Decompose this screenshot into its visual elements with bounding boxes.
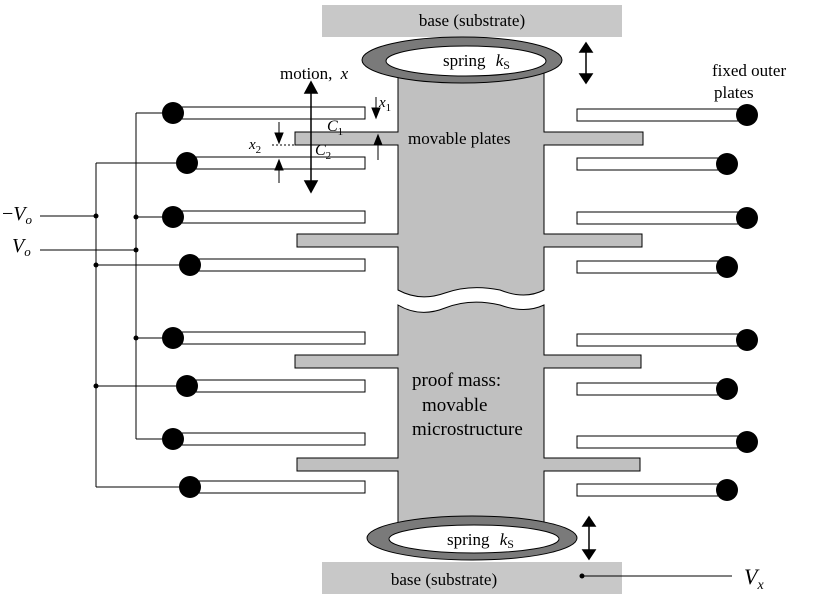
- movable-plates-label: movable plates: [408, 129, 510, 148]
- proof-mass-label-line2: movable: [422, 395, 487, 416]
- right-plate-1: [576, 108, 748, 122]
- proof-mass-upper: [294, 67, 644, 298]
- base-bottom-label: base (substrate): [391, 570, 497, 589]
- terminal-dot: [162, 327, 184, 349]
- fixed-outer-plates-label-line1: fixed outer: [712, 61, 786, 80]
- right-plate-3: [576, 211, 748, 225]
- spring-top-label: spring kS: [443, 51, 510, 72]
- terminal-dot: [736, 431, 758, 453]
- right-terminals: [716, 104, 758, 501]
- proof-mass-label-line3: microstructure: [412, 419, 523, 440]
- left-fixed-plates: [172, 106, 366, 494]
- terminal-dot: [176, 152, 198, 174]
- spring-bottom-label: spring kS: [447, 530, 514, 551]
- terminal-dot: [736, 104, 758, 126]
- c2-label: C2: [315, 142, 331, 162]
- left-plate-3: [172, 210, 366, 224]
- left-plate-4: [189, 258, 366, 272]
- terminal-dot: [162, 102, 184, 124]
- terminal-dot: [716, 378, 738, 400]
- base-substrate-bottom: [322, 562, 622, 594]
- motion-label: motion, x: [280, 64, 349, 83]
- spring-top-arrow: [578, 41, 594, 85]
- left-terminals: [162, 102, 201, 498]
- right-plate-5: [576, 333, 748, 347]
- right-plate-7: [576, 435, 748, 449]
- v0-label: Vo: [12, 235, 31, 259]
- terminal-dot: [716, 153, 738, 175]
- left-plate-6: [186, 379, 366, 393]
- terminal-dot: [162, 428, 184, 450]
- right-fixed-plates: [576, 108, 748, 497]
- terminal-dot: [179, 254, 201, 276]
- spring-top-inner: [385, 45, 547, 77]
- terminal-dot: [179, 476, 201, 498]
- wiring: [40, 112, 732, 577]
- left-plate-8: [189, 480, 366, 494]
- x1-label: x1: [378, 95, 391, 114]
- vx-label: Vx: [744, 564, 764, 593]
- base-top-label: base (substrate): [419, 11, 525, 30]
- c1-label: C1: [327, 118, 343, 138]
- spring-bottom-arrow: [581, 515, 597, 561]
- right-plate-2: [576, 157, 728, 171]
- fixed-outer-plates-label-line2: plates: [714, 83, 754, 102]
- base-substrate-top: [322, 5, 622, 37]
- terminal-dot: [716, 256, 738, 278]
- x1-gap-indicator: [371, 97, 383, 160]
- left-plate-5: [172, 331, 366, 345]
- right-plate-6: [576, 382, 728, 396]
- right-plate-4: [576, 260, 728, 274]
- terminal-dot: [736, 207, 758, 229]
- minus-v0-label: −Vo: [2, 203, 33, 227]
- terminal-dot: [162, 206, 184, 228]
- x2-gap-indicator: [272, 122, 360, 183]
- left-plate-7: [172, 432, 366, 446]
- terminal-dot: [716, 479, 738, 501]
- spring-bottom-inner: [388, 524, 560, 554]
- x2-label: x2: [248, 137, 261, 156]
- motion-arrow: [303, 80, 319, 194]
- terminal-dot: [176, 375, 198, 397]
- proof-mass-lower: [294, 301, 642, 534]
- proof-mass-label-line1: proof mass:: [412, 370, 501, 391]
- terminal-dot: [736, 329, 758, 351]
- right-plate-8: [576, 483, 728, 497]
- junction-dots: [93, 213, 585, 579]
